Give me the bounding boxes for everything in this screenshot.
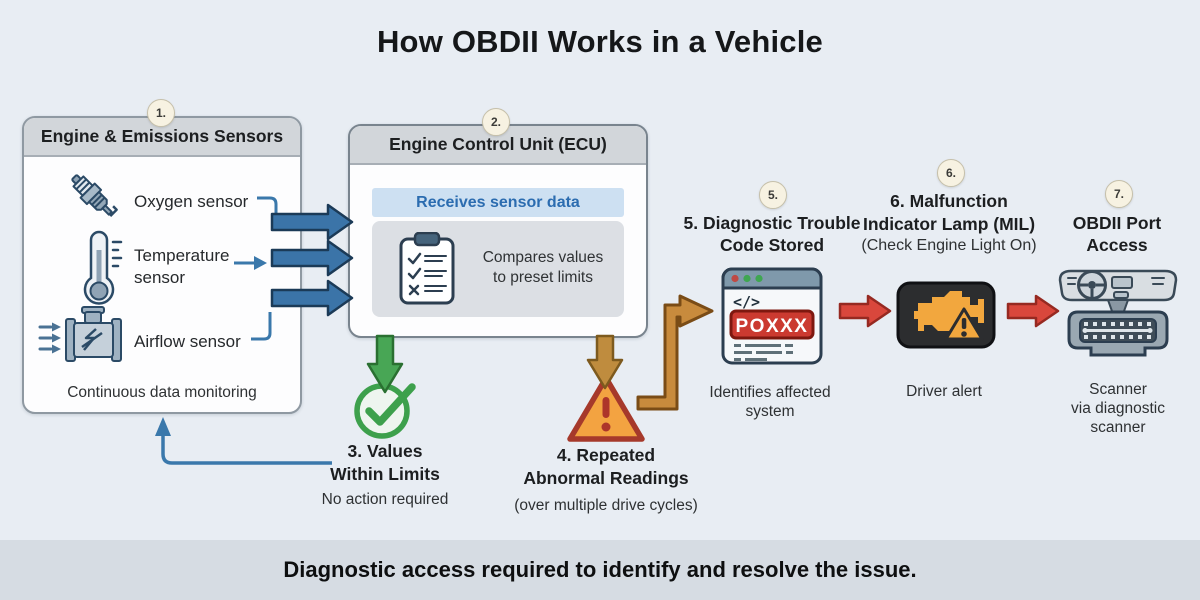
- dtc-text-lines: [734, 344, 793, 361]
- sensors-box-caption: Continuous data monitoring: [67, 384, 257, 401]
- sensors-box: Engine & Emissions Sensors Oxygen sensor: [22, 116, 302, 414]
- code-symbol: </>: [733, 293, 760, 311]
- window-dot-green2: [755, 274, 763, 283]
- step6-note: (Check Engine Light On): [861, 237, 1037, 254]
- temperature-sensor-label: Temperature sensor: [134, 246, 230, 287]
- step7-caption: Scanner via diagnostic scanner: [1071, 381, 1165, 436]
- step-badge-5: 5.: [759, 181, 787, 209]
- step-badge-6: 6.: [937, 159, 965, 187]
- thermometer-icon: [83, 230, 123, 305]
- mil-to-port-arrow: [1006, 294, 1060, 328]
- footer-banner: Diagnostic access required to identify a…: [0, 540, 1200, 600]
- ecu-compare-panel: Compares values to preset limits: [372, 221, 624, 317]
- step4-title: 4. Repeated Abnormal Readings: [523, 445, 689, 488]
- dtc-to-mil-arrow: [838, 294, 892, 328]
- step3-caption: No action required: [321, 491, 449, 508]
- step3-title: 3. Values Within Limits: [330, 441, 440, 484]
- step-badge-2: 2.: [482, 108, 510, 136]
- window-dot-red: [731, 274, 739, 283]
- feedback-loop-arrowhead: [155, 417, 171, 436]
- ecu-compare-text: Compares values to preset limits: [482, 249, 604, 286]
- clipboard-checklist-icon: [399, 232, 455, 305]
- dtc-browser-icon: </> POXXX: [721, 267, 823, 365]
- check-engine-lamp-icon: [896, 281, 996, 349]
- warning-triangle-icon: [567, 375, 645, 442]
- obdii-port-icon: [1058, 269, 1178, 357]
- ecu-banner: Receives sensor data: [372, 188, 624, 217]
- check-circle-icon: [354, 383, 416, 439]
- step7-title: OBDII Port Access: [1072, 213, 1162, 255]
- step4-caption: (over multiple drive cycles): [514, 497, 698, 514]
- page-title: How OBDII Works in a Vehicle: [376, 24, 824, 59]
- connector-pins: [1082, 322, 1153, 339]
- step-badge-7: 7.: [1105, 180, 1133, 208]
- dtc-code-text: POXXX: [736, 316, 809, 337]
- window-dot-green1: [743, 274, 751, 283]
- step-badge-1: 1.: [147, 99, 175, 127]
- step5-title: 5. Diagnostic Trouble Code Stored: [683, 213, 861, 255]
- spark-plug-icon: [71, 174, 118, 217]
- step6-title: 6. Malfunction Indicator Lamp (MIL): [862, 191, 1036, 234]
- airflow-sensor-label: Airflow sensor: [134, 332, 241, 351]
- airflow-sensor-icon: [38, 306, 122, 362]
- step5-caption: Identifies affected system: [709, 384, 831, 420]
- ecu-box: Engine Control Unit (ECU) Receives senso…: [348, 124, 648, 338]
- step6-caption: Driver alert: [906, 383, 982, 400]
- oxygen-sensor-label: Oxygen sensor: [134, 192, 249, 211]
